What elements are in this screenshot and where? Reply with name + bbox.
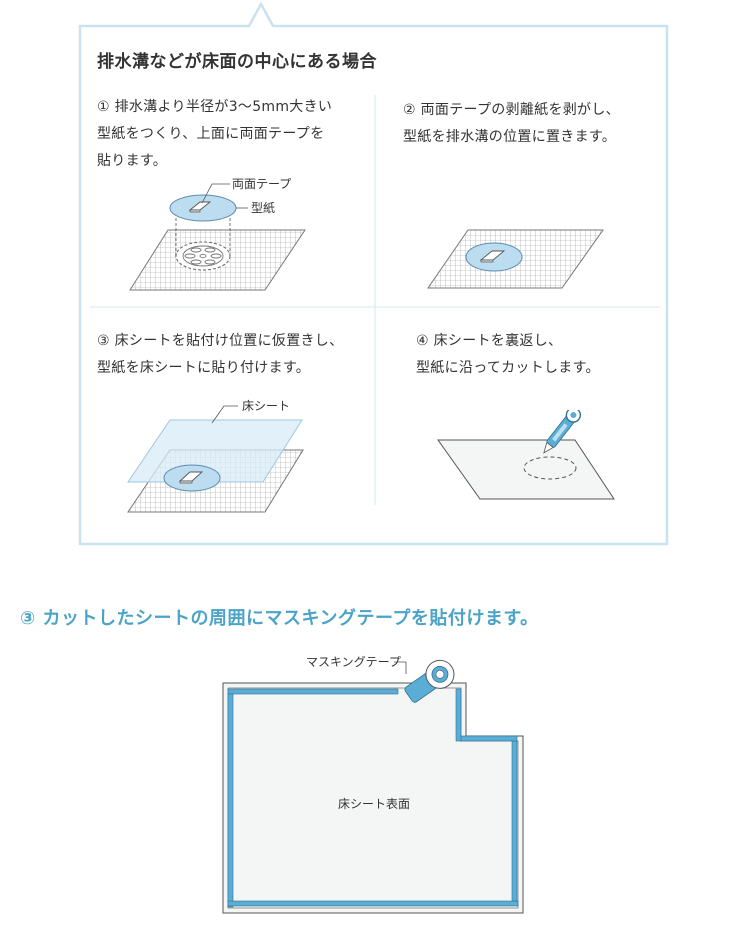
masking-tape-label: マスキングテープ [306,655,401,669]
masking-tape-diagram: マスキングテープ 床シート表面 [222,655,524,914]
cutter-knife-icon [543,410,582,454]
callout-box [78,1,669,546]
pattern-label: 型紙 [251,200,275,215]
step-2-illustration [427,229,604,289]
box-title: 排水溝などが床面の中心にある場合 [97,52,377,72]
step-1-line-2: 型紙をつくり、上面に両面テープを [97,126,325,142]
step-1-line-3: 貼ります。 [97,153,168,169]
step-3-illustration: 床シート [127,399,304,513]
step-1-line-1: ① 排水溝より半径が3～5mm大きい [97,99,333,115]
drain-icon [182,245,224,267]
step-3-line-1: ③ 床シートを貼付け位置に仮置きし、 [97,333,344,349]
step-3-line-2: 型紙を床シートに貼り付けます。 [97,360,311,376]
section-heading: ③ カットしたシートの周囲にマスキングテープを貼付けます。 [20,608,539,629]
step-4-text: ④ 床シートを裏返し、 型紙に沿ってカットします。 [416,328,600,382]
double-sided-tape-icon [479,250,506,263]
step-1-text: ① 排水溝より半径が3～5mm大きい 型紙をつくり、上面に両面テープを 貼ります… [97,94,332,175]
step-2-text: ② 両面テープの剥離紙を剥がし、 型紙を排水溝の位置に置きます。 [403,97,620,151]
step-1-illustration: 両面テープ 型紙 [129,177,306,291]
step-3-text: ③ 床シートを貼付け位置に仮置きし、 型紙を床シートに貼り付けます。 [97,328,343,382]
step-2-line-2: 型紙を排水溝の位置に置きます。 [403,129,617,145]
floor-sheet-surface [222,682,524,914]
floor-sheet [127,419,303,483]
double-sided-tape-icon [178,471,204,484]
masking-tape [227,688,519,908]
floor-sheet-back [437,439,615,500]
step-4-line-1: ④ 床シートを裏返し、 [416,333,563,349]
double-sided-tape-icon [188,201,212,213]
step-4-line-2: 型紙に沿ってカットします。 [416,360,600,376]
floor-surface-label: 床シート表面 [338,797,410,811]
tape-roll-icon [404,659,455,703]
sheet-label: 床シート [242,399,290,413]
cut-line [523,456,577,480]
step-2-line-1: ② 両面テープの剥離紙を剥がし、 [403,102,620,118]
tape-label: 両面テープ [232,177,291,191]
step-4-illustration [437,410,615,500]
